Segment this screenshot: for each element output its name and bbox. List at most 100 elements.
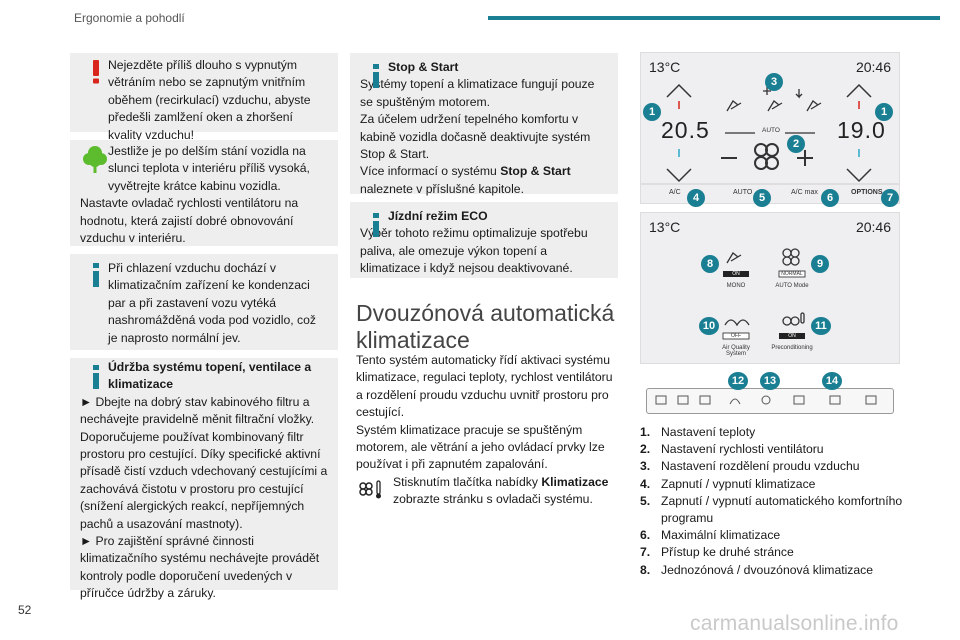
climate-menu-icon: [359, 480, 381, 499]
warning-exclamation-icon: [93, 60, 99, 84]
eco-tip-text-1: Jestliže je po delším stání vozidla na s…: [108, 144, 310, 193]
callout-badge-9: 9: [811, 255, 829, 273]
callout-badge-14: 14: [822, 372, 842, 390]
left-temp-down-icon[interactable]: [666, 168, 692, 183]
callout-badge-3: 3: [765, 73, 783, 91]
callout-badge-6: 6: [821, 189, 839, 207]
right-temp-up-icon[interactable]: [846, 83, 872, 98]
callout-badge-1-right: 1: [875, 103, 893, 121]
list-item: 2.Nastavení rychlosti ventilátoru: [640, 442, 824, 457]
list-item: 7.Přístup ke druhé stránce: [640, 545, 794, 560]
options-button[interactable]: OPTIONS: [851, 189, 883, 196]
eco-mode-title: Jízdní režim ECO: [388, 209, 488, 223]
auto-mode-status-tag: NORMAL: [781, 271, 803, 277]
stopstart-text-2: Za účelem udržení tepelného komfortu v k…: [360, 112, 591, 162]
right-temperature[interactable]: 19.0: [837, 117, 886, 143]
mono-status-tag: ON: [732, 271, 740, 277]
callout-badge-4: 4: [687, 189, 705, 207]
legend-list: 1.Nastavení teploty 2.Nastavení rychlost…: [640, 424, 930, 579]
strip-button-2[interactable]: [677, 395, 689, 405]
list-item: 8.Jednozónová / dvouzónová klimatizace: [640, 562, 874, 577]
tree-eco-icon: [83, 146, 107, 173]
header-accent-bar: [488, 16, 940, 20]
eco-mode-info-box: Jízdní režim ECO Výběr tohoto režimu opt…: [350, 202, 618, 278]
list-item: 4.Zapnutí / vypnutí klimatizace: [640, 476, 816, 491]
auto-button[interactable]: AUTO: [733, 189, 753, 196]
strip-button-1[interactable]: [655, 395, 667, 405]
section-body: Tento systém automaticky řídí aktivaci s…: [356, 352, 618, 509]
warning-text: Nejezděte příliš dlouho s vypnutým větrá…: [108, 58, 311, 142]
air-quality-status-tag: OFF: [731, 333, 741, 339]
maintenance-info-box: Údržba systému topení, ventilace a klima…: [70, 358, 338, 600]
recirculation-button-icon[interactable]: [729, 398, 741, 405]
eco-tip-box: Jestliže je po delším stání vozidla na s…: [70, 140, 338, 246]
climate-screen-main: 13°C 20:46 20.5 19.0 AUTO A/C AUTO A/C m…: [640, 52, 900, 207]
info-icon: [93, 263, 99, 287]
air-quality-label: Air Quality System: [722, 345, 750, 357]
left-temp-up-icon[interactable]: [666, 83, 692, 98]
callout-badge-13: 13: [760, 372, 780, 390]
preconditioning-status-tag: ON: [788, 333, 796, 339]
preconditioning-icon[interactable]: [782, 312, 805, 326]
maintenance-title: Údržba systému topení, ventilace a klima…: [108, 360, 312, 392]
auto-mode-fan-icon[interactable]: [782, 248, 800, 266]
stopstart-text-3: Více informací o systému Stop & Start na…: [360, 164, 571, 196]
auto-indicator: AUTO: [762, 127, 780, 134]
callout-badge-1-left: 1: [643, 103, 661, 121]
screen2-graphics: [722, 248, 806, 340]
condensation-text: Při chlazení vzduchu dochází v klimatiza…: [108, 261, 316, 345]
condensation-info-box: Při chlazení vzduchu dochází v klimatiza…: [70, 254, 338, 350]
eco-tip-text-2: Nastavte ovladač rychlosti ventilátoru n…: [80, 196, 299, 246]
callout-badge-11: 11: [811, 317, 831, 335]
outside-temperature: 13°C: [649, 59, 681, 75]
climate-screen-options: 13°C 20:46 ON NORMAL OFF ON MONO AUTO Mo…: [640, 212, 900, 364]
strip-button-3[interactable]: [699, 395, 711, 405]
max-climate-button-icon[interactable]: [829, 395, 841, 405]
info-icon: [373, 213, 379, 237]
ac-button[interactable]: A/C: [669, 189, 681, 196]
air-quality-icon[interactable]: [724, 319, 750, 327]
stopstart-title: Stop & Start: [388, 60, 459, 74]
clock: 20:46: [855, 59, 891, 75]
clock: 20:46: [855, 219, 891, 235]
list-item: 1.Nastavení teploty: [640, 425, 756, 439]
ac-max-button[interactable]: A/C max: [791, 189, 818, 196]
screen1-graphics: [641, 83, 899, 185]
callout-badge-10: 10: [699, 317, 719, 335]
header-title: Ergonomie a pohodlí: [74, 11, 185, 25]
air-distribution-button-icon[interactable]: [761, 395, 771, 405]
maintenance-text-2: ► Pro zajištění správné činnosti klimati…: [80, 534, 320, 601]
section-title: Dvouzónová automatická klimatizace: [356, 300, 615, 353]
warning-box: Nejezděte příliš dlouho s vypnutým větrá…: [70, 53, 338, 142]
callout-badge-12: 12: [728, 372, 748, 390]
fan-icon[interactable]: [754, 143, 779, 170]
maintenance-text-1: ► Dbejte na dobrý stav kabinového filtru…: [80, 394, 328, 531]
mono-label: MONO: [726, 283, 746, 289]
left-temperature[interactable]: 20.5: [661, 117, 710, 143]
info-icon: [93, 365, 99, 389]
section-text-3: Stisknutím tlačítka nabídky Klimatizace …: [393, 474, 609, 507]
callout-badge-2: 2: [787, 135, 805, 153]
section-text-2: Systém klimatizace pracuje se spuštěným …: [356, 422, 605, 472]
rear-demist-button-icon[interactable]: [793, 395, 805, 405]
dashboard-button-strip: 12 13 14: [640, 372, 900, 416]
list-item: 5.Zapnutí / vypnutí automatického komfor…: [640, 493, 903, 526]
auto-mode-label: AUTO Mode: [775, 283, 809, 289]
watermark: carmanualsonline.info: [690, 612, 899, 635]
stopstart-text-1: Systémy topení a klimatizace fungují pou…: [360, 77, 595, 109]
right-temp-down-icon[interactable]: [846, 168, 872, 183]
callout-badge-5: 5: [753, 189, 771, 207]
section-text-1: Tento systém automaticky řídí aktivaci s…: [356, 353, 613, 420]
stopstart-info-box: Stop & Start Systémy topení a klimatizac…: [350, 53, 618, 196]
mono-icon[interactable]: [726, 252, 742, 264]
eco-mode-text: Výběr tohoto režimu optimalizuje spotřeb…: [360, 226, 588, 276]
air-distribution-icons[interactable]: [726, 87, 822, 112]
callout-badge-8: 8: [701, 255, 719, 273]
strip-button-last[interactable]: [865, 395, 877, 405]
list-item: 6.Maximální klimatizace: [640, 528, 781, 543]
callout-badge-7: 7: [881, 189, 899, 207]
info-icon: [373, 64, 379, 88]
page-number: 52: [18, 603, 32, 617]
preconditioning-label: Preconditioning: [771, 345, 813, 351]
list-item: 3.Nastavení rozdělení proudu vzduchu: [640, 459, 860, 474]
